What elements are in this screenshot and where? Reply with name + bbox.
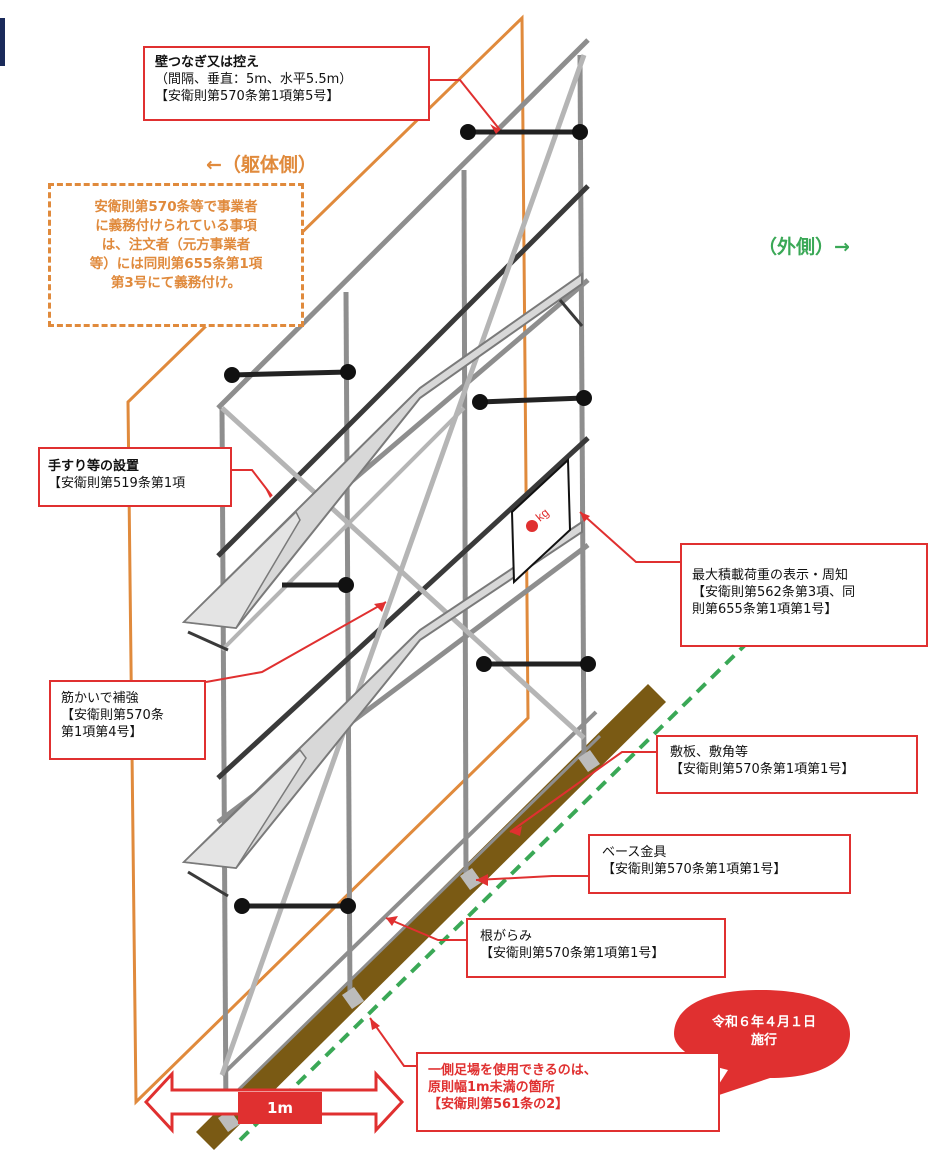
callout-ground-tie: 根がらみ 【安衛則第570条第1項第1号】 [466,918,726,978]
deck-board-top [182,748,307,869]
callout-text: 原則幅1m未満の箇所 [428,1080,555,1095]
building-side-outline [126,14,530,1106]
callout-title: 根がらみ [480,929,533,944]
body-side-label: ←（躯体側） [206,154,317,176]
note-line: 等）には同則第655条第1項 [89,256,263,272]
callout-handrail: 手すり等の設置 【安衛則第519条第1項 [38,447,232,507]
wall-tie [472,390,592,410]
note-line: 第3号にて義務付け。 [110,275,242,291]
note-line: は、注文者（元方事業者 [101,237,251,253]
callout-text: 【安衛則第562条第3項、同 [692,585,856,600]
note-line: 安衛則第570条等で事業者 [94,199,258,215]
ground-tie-rail-2 [226,734,602,1102]
callout-text: 【安衛則第570条第1項第1号】 [670,762,855,777]
callout-title: 最大積載荷重の表示・周知 [692,568,849,583]
callout-text: 第1項第4号】 [61,725,143,740]
effective-date-line: 施行 [750,1033,777,1048]
callout-text: 【安衛則第570条第1項第5号】 [155,89,340,104]
callout-title: 筋かいで補強 [61,691,139,706]
callout-text: 則第655条第1項第1号】 [692,602,838,617]
effective-date-text: 令和６年４月１日 施行 [684,1014,844,1050]
post [461,169,469,881]
deck-board-top [182,510,301,629]
base-plate [578,750,600,772]
callout-max-load: 最大積載荷重の表示・周知 【安衛則第562条第3項、同 則第655条第1項第1号… [680,543,928,647]
obligation-note: 安衛則第570条等で事業者 に義務付けられている事項 は、注文者（元方事業者 等… [48,183,304,327]
leader-one-side [369,1017,416,1067]
top-rail [216,38,590,410]
ground-tie-rail [220,710,598,1077]
callout-text: 【安衛則第570条 [61,708,164,723]
callout-brace: 筋かいで補強 【安衛則第570条 第1項第4号】 [49,680,206,760]
callout-text: 【安衛則第561条の2】 [428,1097,569,1112]
outer-side-label: （外側）→ [758,236,850,258]
title-accent-bar [0,18,5,66]
deck-support [187,630,229,652]
callout-title: 敷板、敷角等 [670,745,749,760]
cross-brace [220,406,466,652]
callout-text: 【安衛則第570条第1項第1号】 [602,862,787,877]
wall-tie [282,577,354,593]
leader-brace [205,601,387,683]
post [577,54,587,763]
handrail [216,184,590,558]
post [343,291,353,1001]
cross-brace [220,406,586,740]
leader-base-plate [475,875,588,881]
wall-tie [460,124,588,140]
callout-one-side: 一側足場を使用できるのは、 原則幅1m未満の箇所 【安衛則第561条の2】 [416,1052,720,1132]
callout-base-plate: ベース金具 【安衛則第570条第1項第1号】 [588,834,851,894]
wall-tie [224,364,356,383]
outer-boundary-line [238,643,747,1142]
callout-text: （間隔、垂直：5m、水平5.5m） [155,72,353,87]
wall-tie [234,898,356,914]
sole-plate [196,684,666,1150]
effective-date-line: 令和６年４月１日 [711,1015,816,1030]
callout-title: 壁つなぎ又は控え [155,55,260,70]
load-sign-dot-icon [526,520,538,532]
callout-sole-plate: 敷板、敷角等 【安衛則第570条第1項第1号】 [656,735,918,794]
deck-support [558,299,584,327]
leader-handrail [232,469,273,497]
callout-title: ベース金具 [602,845,667,860]
effective-date-bubble [674,990,850,1098]
leader-ground-tie [385,917,466,941]
max-load-sign [510,457,572,585]
leader-sole-plate [509,751,656,833]
callout-title: 手すり等の設置 [48,459,140,474]
base-plate [460,868,482,890]
width-label-bg [238,1092,322,1124]
callout-text: 【安衛則第570条第1項第1号】 [480,946,665,961]
post [219,407,229,1123]
note-line: に義務付けられている事項 [95,218,257,234]
handrail [216,436,590,780]
callout-wall-tie: 壁つなぎ又は控え （間隔、垂直：5m、水平5.5m） 【安衛則第570条第1項第… [143,46,430,121]
deck-support [187,870,229,898]
leader-max-load [579,511,680,563]
base-plate [342,987,364,1009]
callout-title: 一側足場を使用できるのは、 [428,1063,597,1078]
callout-text: 【安衛則第519条第1項 [48,476,186,491]
width-label: 1m [266,1099,294,1117]
leader-wall-tie [430,79,501,131]
wall-tie [476,656,596,672]
